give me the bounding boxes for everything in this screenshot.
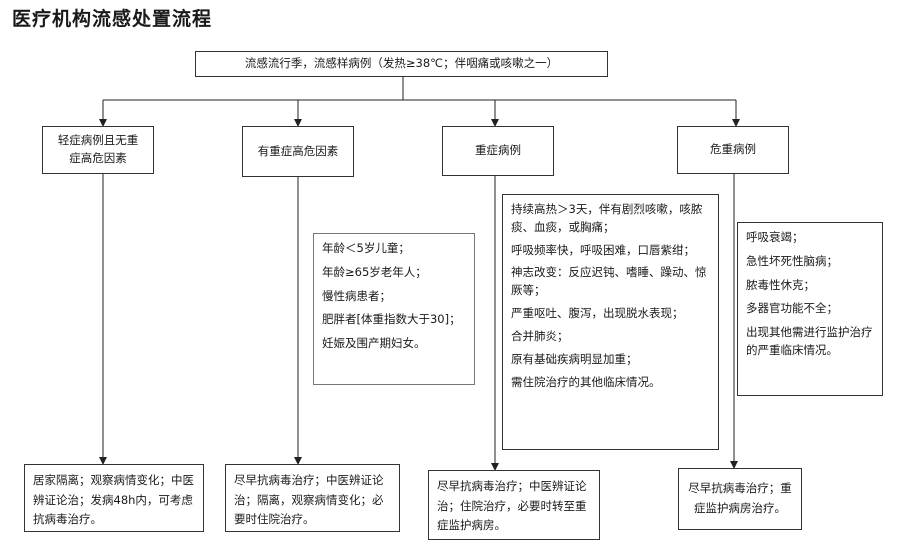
severe-criterion-item: 合并肺炎； bbox=[511, 328, 569, 343]
critical-criterion-item: 出现其他需进行监护治疗的严重临床情况。 bbox=[746, 325, 873, 358]
critical-criterion-item: 呼吸衰竭； bbox=[746, 230, 804, 244]
severe-criterion-item: 呼吸频率快，呼吸困难，口唇紫绀； bbox=[511, 242, 695, 257]
risk-factor-item: 妊娠及围产期妇女。 bbox=[322, 336, 426, 351]
risk-factor-item: 年龄＜5岁儿童； bbox=[322, 241, 410, 255]
category-risk-label: 有重症高危因素 bbox=[257, 143, 339, 158]
risk-factors-box: 年龄＜5岁儿童； 年龄≥65岁老年人； 慢性病患者； 肥胖者[体重指数大于30]… bbox=[313, 233, 475, 385]
severe-criterion-item: 严重呕吐、腹泻，出现脱水表现； bbox=[511, 306, 684, 321]
severe-criteria-box: 持续高热＞3天，伴有剧烈咳嗽，咳脓痰、血痰，或胸痛； 呼吸频率快，呼吸困难，口唇… bbox=[502, 194, 719, 450]
critical-criterion-item: 急性坏死性脑病； bbox=[746, 253, 838, 268]
category-severe-label: 重症病例 bbox=[475, 143, 521, 158]
result-critical-text: 尽早抗病毒治疗；重症监护病房治疗。 bbox=[688, 481, 792, 515]
severe-criterion-item: 持续高热＞3天，伴有剧烈咳嗽，咳脓痰、血痰，或胸痛； bbox=[511, 202, 703, 234]
severe-criterion-item: 需住院治疗的其他临床情况。 bbox=[511, 374, 661, 389]
critical-criteria-box: 呼吸衰竭； 急性坏死性脑病； 脓毒性休克； 多器官功能不全； 出现其他需进行监护… bbox=[737, 222, 883, 396]
category-critical-label: 危重病例 bbox=[710, 142, 756, 157]
result-risk-box: 尽早抗病毒治疗；中医辨证论治；隔离，观察病情变化；必要时住院治疗。 bbox=[225, 464, 400, 532]
risk-factor-item: 慢性病患者； bbox=[322, 288, 391, 303]
category-severe-box: 重症病例 bbox=[442, 126, 554, 176]
result-risk-text: 尽早抗病毒治疗；中医辨证论治；隔离，观察病情变化；必要时住院治疗。 bbox=[234, 473, 384, 527]
severe-criterion-item: 原有基础疾病明显加重； bbox=[511, 351, 638, 366]
category-mild-label: 轻症病例且无重症高危因素 bbox=[57, 133, 139, 165]
root-condition-text: 流感流行季，流感样病例（发热≥38℃；伴咽痛或咳嗽之一） bbox=[244, 56, 559, 71]
category-critical-box: 危重病例 bbox=[677, 126, 789, 174]
critical-criterion-item: 多器官功能不全； bbox=[746, 301, 838, 316]
risk-factor-item: 年龄≥65岁老年人； bbox=[322, 264, 427, 279]
result-severe-box: 尽早抗病毒治疗；中医辨证论治；住院治疗，必要时转至重症监护病房。 bbox=[428, 470, 600, 540]
root-condition-box: 流感流行季，流感样病例（发热≥38℃；伴咽痛或咳嗽之一） bbox=[195, 51, 608, 77]
result-mild-text: 居家隔离；观察病情变化；中医辨证论治；发病48h内，可考虑抗病毒治疗。 bbox=[33, 473, 194, 527]
risk-factor-item: 肥胖者[体重指数大于30]； bbox=[322, 312, 461, 327]
result-mild-box: 居家隔离；观察病情变化；中医辨证论治；发病48h内，可考虑抗病毒治疗。 bbox=[24, 464, 204, 532]
page-title: 医疗机构流感处置流程 bbox=[12, 8, 213, 30]
result-critical-box: 尽早抗病毒治疗；重症监护病房治疗。 bbox=[678, 468, 802, 530]
category-mild-box: 轻症病例且无重症高危因素 bbox=[42, 126, 154, 174]
critical-criterion-item: 脓毒性休克； bbox=[746, 277, 815, 292]
result-severe-text: 尽早抗病毒治疗；中医辨证论治；住院治疗，必要时转至重症监护病房。 bbox=[437, 479, 587, 533]
category-risk-box: 有重症高危因素 bbox=[242, 126, 354, 177]
severe-criterion-item: 神志改变：反应迟钝、嗜睡、躁动、惊厥等； bbox=[511, 265, 707, 298]
